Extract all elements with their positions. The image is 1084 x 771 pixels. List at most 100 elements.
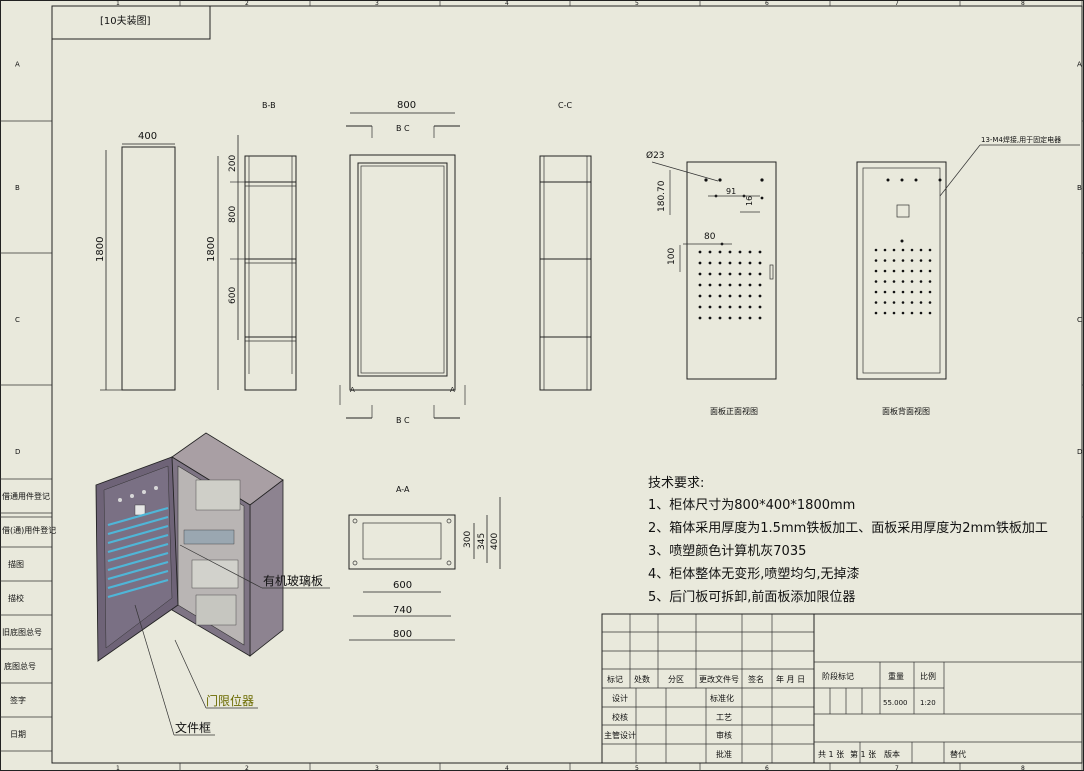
tb-design: 设计 bbox=[612, 693, 628, 703]
panel-front-grid-hole bbox=[758, 316, 762, 320]
panel-back-grid-hole bbox=[919, 311, 923, 315]
zone-bottom-6: 6 bbox=[765, 765, 769, 771]
panel-front-grid-hole bbox=[698, 250, 702, 254]
zone-left-D: D bbox=[15, 448, 20, 456]
zone-right-D: D bbox=[1077, 448, 1082, 456]
left-label-7: 日期 bbox=[10, 730, 26, 739]
panel-back-caption: 面板背面视图 bbox=[882, 406, 930, 416]
tb-weight-value: 55.000 bbox=[883, 699, 908, 707]
zone-top-5: 5 bbox=[635, 0, 639, 7]
zone-top-1: 1 bbox=[116, 0, 120, 7]
panel-back-grid-hole bbox=[910, 269, 914, 273]
notes-heading: 技术要求: bbox=[648, 476, 704, 491]
panel-front-grid-hole bbox=[738, 261, 742, 265]
tb-weight-label: 重量 bbox=[888, 671, 904, 681]
panel-back-grid-hole bbox=[928, 269, 932, 273]
panel-back-grid-hole bbox=[883, 280, 887, 283]
panel-back-grid-hole bbox=[910, 248, 914, 252]
panel-front-grid-hole bbox=[708, 261, 712, 265]
panel-front-grid-hole bbox=[718, 316, 722, 320]
panel-back-grid-hole bbox=[919, 301, 923, 304]
front-cut-bottom: B C bbox=[396, 416, 410, 425]
panel-back-grid-hole bbox=[883, 269, 887, 273]
zone-left-C: C bbox=[15, 316, 20, 324]
panel-front-view: Ø23 180.70 91 16 80 100 面板正面视图 bbox=[646, 150, 777, 416]
panel-front-grid-hole bbox=[708, 250, 712, 254]
tb-zone: 分区 bbox=[668, 675, 684, 684]
panel-front-grid-hole bbox=[748, 250, 752, 254]
door-wiring bbox=[107, 486, 169, 599]
pf-dim-18070: 180.70 bbox=[657, 180, 667, 212]
panel-back-grid-hole bbox=[928, 301, 932, 304]
tb-chief: 主管设计 bbox=[604, 730, 636, 740]
panel-back-holes bbox=[874, 178, 942, 315]
panel-front-grid-hole bbox=[718, 261, 722, 265]
panel-front-grid-hole bbox=[758, 294, 762, 298]
panel-back-grid-hole bbox=[883, 311, 887, 315]
front-a-mark-left: A bbox=[350, 386, 355, 394]
section-bb-view: B-B 200 800 600 1800 bbox=[206, 101, 297, 391]
panel-front-grid-hole bbox=[748, 294, 752, 298]
panel-back-grid-hole bbox=[901, 280, 905, 283]
pf-dim-80: 80 bbox=[704, 232, 716, 242]
panel-back-grid-hole bbox=[874, 280, 878, 283]
section-bb-label: B-B bbox=[262, 101, 276, 110]
tb-mark: 标记 bbox=[607, 674, 623, 684]
tb-sheet-no: 第 1 张 bbox=[850, 749, 876, 759]
zone-top-2: 2 bbox=[245, 0, 249, 7]
aa-dim-345: 345 bbox=[477, 533, 487, 550]
front-view: 800 B C B C A A bbox=[339, 100, 466, 425]
side-height-label: 1800 bbox=[95, 237, 106, 262]
door-indicator-lamp bbox=[142, 490, 146, 494]
panel-front-grid-hole bbox=[748, 283, 752, 287]
technical-notes: 技术要求: 1、柜体尺寸为800*400*1800mm 2、箱体采用厚度为1.5… bbox=[648, 476, 1048, 605]
panel-back-grid-hole bbox=[892, 269, 896, 273]
panel-back-grid-hole bbox=[874, 259, 878, 262]
panel-back-grid-hole bbox=[910, 280, 914, 283]
bb-dim-800: 800 bbox=[228, 206, 238, 223]
panel-front-grid-hole bbox=[708, 316, 712, 320]
panel-back-grid-hole bbox=[874, 248, 878, 252]
panel-front-grid-hole bbox=[738, 305, 742, 309]
door-wire-bundle bbox=[107, 524, 169, 545]
zone-right-A: A bbox=[1077, 61, 1082, 69]
panel-front-grid-hole bbox=[728, 316, 732, 320]
panel-front-grid-hole bbox=[728, 283, 732, 287]
panel-back-grid-hole bbox=[919, 280, 923, 283]
note-4: 4、柜体整体无变形,喷塑均匀,无掉漆 bbox=[648, 566, 860, 582]
panel-back-grid-hole bbox=[874, 301, 878, 304]
door-wire-bundle bbox=[107, 542, 169, 563]
left-label-5: 底图总号 bbox=[4, 661, 36, 671]
panel-back-grid-hole bbox=[874, 269, 878, 273]
note-2: 2、箱体采用厚度为1.5mm铁板加工、面板采用厚度为2mm铁板加工 bbox=[648, 520, 1048, 536]
door-wire-bundle bbox=[107, 569, 169, 590]
panel-front-grid-hole bbox=[698, 283, 702, 287]
pf-dim-91: 91 bbox=[726, 187, 736, 196]
title-box-text: [10夫装图] bbox=[100, 14, 151, 27]
panel-front-grid-hole bbox=[718, 272, 722, 276]
panel-back-grid-hole bbox=[910, 301, 914, 304]
note-5: 5、后门板可拆卸,前面板添加限位器 bbox=[648, 589, 855, 605]
panel-back-grid-hole bbox=[928, 259, 932, 262]
panel-front-grid-hole bbox=[748, 316, 752, 320]
panel-front-grid-hole bbox=[708, 272, 712, 276]
tb-scale-value: 1:20 bbox=[920, 699, 936, 707]
panel-back-grid-hole bbox=[919, 290, 923, 294]
panel-front-grid-hole bbox=[728, 294, 732, 298]
panel-back-grid-hole bbox=[910, 290, 914, 294]
panel-front-grid-hole bbox=[758, 305, 762, 309]
panel-front-grid-hole bbox=[738, 250, 742, 254]
panel-front-grid-hole bbox=[718, 294, 722, 298]
aa-dim-600: 600 bbox=[393, 580, 412, 591]
panel-back-grid-hole bbox=[874, 311, 878, 315]
left-record-column: 借通用件登记 借(通)用件登记 描图 描校 旧底图总号 底图总号 签字 日期 bbox=[0, 478, 56, 752]
section-aa-view: A-A 600 740 800 300 345 400 bbox=[348, 485, 501, 641]
panel-back-top-hole bbox=[900, 178, 904, 182]
panel-back-grid-hole bbox=[892, 311, 896, 315]
aa-dim-740: 740 bbox=[393, 605, 412, 616]
tb-count: 处数 bbox=[634, 674, 650, 684]
zone-bottom-5: 5 bbox=[635, 765, 639, 771]
panel-front-grid-hole bbox=[738, 316, 742, 320]
zone-left-A: A bbox=[15, 61, 20, 69]
